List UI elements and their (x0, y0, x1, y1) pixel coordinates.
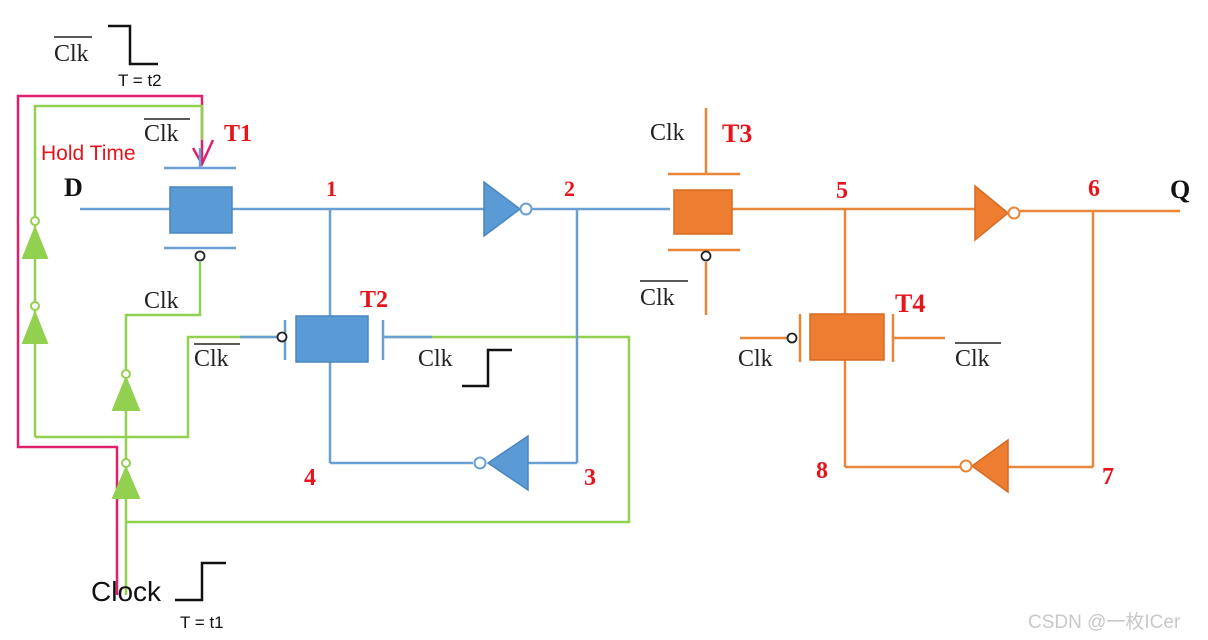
clock-buffer-bubbles (30, 216, 131, 468)
master-latch (80, 148, 670, 465)
clock-path (33, 104, 631, 595)
clk-bar-t3-label: Clk (640, 285, 675, 311)
gate-label-t2: T2 (360, 287, 388, 313)
falling-edge-waveform (108, 24, 158, 66)
clk-bar-t1-label: Clk (144, 121, 179, 147)
clk-bar-t4-label: Clk (955, 346, 990, 372)
node-8-label: 8 (816, 458, 828, 484)
master-forward-inverter (483, 180, 522, 238)
t1-bubble (194, 250, 206, 262)
clock-buffers (21, 225, 141, 499)
gate-label-t1: T1 (224, 121, 252, 147)
hold-time-label: Hold Time (41, 142, 136, 165)
transmission-gate-t4 (809, 313, 885, 361)
t4-bubble (786, 332, 798, 344)
clk-t3-label: Clk (650, 120, 685, 146)
slave-inverter-bubble (1007, 206, 1021, 220)
master-feedback-bubble (473, 456, 487, 470)
clk-t1-label: Clk (144, 288, 179, 314)
clk-bar-top-label: Clk (54, 41, 89, 67)
clk-t2-label: Clk (418, 346, 453, 372)
node-5-label: 5 (836, 178, 848, 204)
node-3-label: 3 (584, 465, 596, 491)
node-4-label: 4 (304, 465, 316, 491)
master-inverter-bubble (519, 202, 533, 216)
node-2-label: 2 (564, 176, 575, 201)
overbars (54, 36, 1001, 345)
node-1-label: 1 (326, 176, 337, 201)
t3-bubble (700, 250, 712, 262)
slave-feedback-bubble (959, 459, 973, 473)
q-output-label: Q (1170, 175, 1190, 204)
transmission-gate-t3 (673, 189, 733, 235)
gate-label-t4: T4 (895, 289, 925, 318)
rising-edge-waveform-clock (175, 561, 226, 602)
t2-bubble (276, 331, 288, 343)
rising-edge-waveform-t2 (462, 348, 512, 388)
d-input-label: D (64, 173, 83, 202)
clock-input-label: Clock (91, 576, 162, 607)
slave-feedback-inverter (970, 438, 1009, 494)
transmission-gate-t2 (295, 315, 369, 363)
t1-time-label: T = t1 (180, 613, 224, 632)
t2-time-label: T = t2 (118, 71, 162, 90)
watermark: CSDN @一枚ICer (1028, 611, 1181, 633)
clk-t4-label: Clk (738, 346, 773, 372)
clk-bar-t2-label: Clk (194, 346, 229, 372)
hold-time-path (16, 94, 215, 595)
gate-label-t3: T3 (722, 119, 752, 148)
slave-forward-inverter (974, 184, 1010, 242)
clock-waveforms (108, 24, 512, 602)
slave-latch (668, 108, 1180, 469)
node-6-label: 6 (1088, 176, 1100, 202)
master-feedback-inverter (486, 434, 529, 492)
transmission-gate-t1 (169, 186, 233, 234)
node-7-label: 7 (1102, 464, 1114, 490)
